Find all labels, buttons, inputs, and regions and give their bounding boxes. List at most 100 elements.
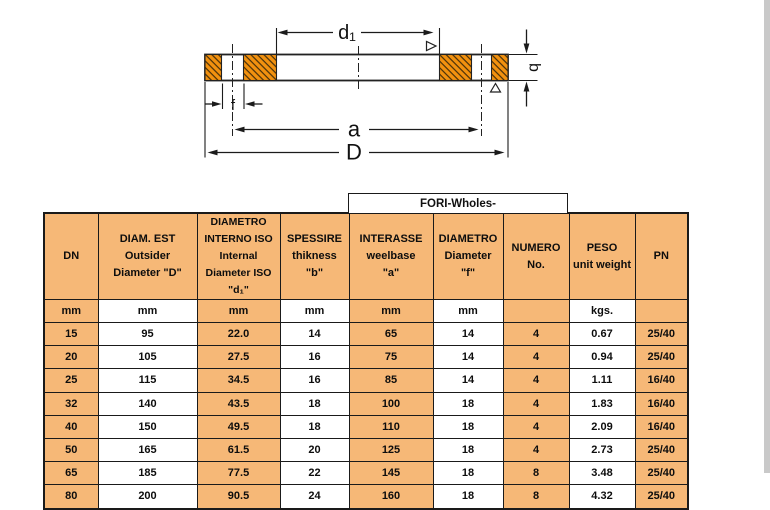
data-cell: 3.48 [568, 461, 636, 486]
unit-cell: mm [348, 299, 434, 323]
dim-d1: d₁ [275, 22, 441, 54]
data-cell: 160 [348, 484, 434, 509]
data-cell: 20 [43, 345, 99, 370]
data-cell: 25/40 [634, 461, 689, 486]
unit-cell [634, 299, 689, 323]
dim-f: f [204, 83, 263, 114]
datasheet-page: { "colors": { "table_orange": "#F6B877",… [43, 0, 770, 510]
data-cell: 65 [43, 461, 99, 486]
unit-cell: mm [196, 299, 281, 323]
data-cell: 18 [279, 391, 350, 416]
data-cell: 4 [502, 368, 570, 393]
data-cell: 22 [279, 461, 350, 486]
data-cell: 200 [97, 484, 198, 509]
unit-cell [502, 299, 570, 323]
data-cell: 18 [432, 391, 504, 416]
data-cell: 18 [432, 461, 504, 486]
data-cell: 150 [97, 414, 198, 439]
dim-a: a [234, 117, 479, 142]
data-cell: 105 [97, 345, 198, 370]
flange-section-hatch [204, 53, 509, 82]
data-cell: 140 [97, 391, 198, 416]
data-cell: 1.83 [568, 391, 636, 416]
flange-body [204, 53, 509, 82]
data-cell: 18 [432, 437, 504, 463]
data-cell: 40 [43, 414, 99, 439]
data-cell: 16/40 [634, 414, 689, 439]
unit-cell: kgs. [568, 299, 636, 323]
data-cell: 50 [43, 437, 99, 463]
data-cell: 4.32 [568, 484, 636, 509]
data-cell: 0.94 [568, 345, 636, 370]
flange-drawing: d₁ b f a D [204, 22, 543, 165]
data-cell: 185 [97, 461, 198, 486]
data-cell: 49.5 [196, 414, 281, 439]
data-cell: 85 [348, 368, 434, 393]
data-cell: 2.09 [568, 414, 636, 439]
dim-label-b: b [526, 63, 543, 72]
data-cell: 22.0 [196, 321, 281, 347]
data-cell: 14 [432, 345, 504, 370]
data-cell: 125 [348, 437, 434, 463]
column-header-dn: DN [43, 212, 99, 300]
data-cell: 14 [432, 321, 504, 347]
data-cell: 8 [502, 484, 570, 509]
data-cell: 75 [348, 345, 434, 370]
dim-D: D [204, 82, 509, 165]
data-cell: 32 [43, 391, 99, 416]
data-cell: 1.11 [568, 368, 636, 393]
data-cell: 65 [348, 321, 434, 347]
section-marker-right-icon [425, 40, 438, 52]
unit-cell: mm [97, 299, 198, 323]
data-cell: 18 [432, 414, 504, 439]
data-cell: 8 [502, 461, 570, 486]
dim-label-f: f [231, 97, 236, 114]
data-cell: 43.5 [196, 391, 281, 416]
column-header-pn: PN [634, 212, 689, 300]
data-cell: 77.5 [196, 461, 281, 486]
dim-label-D: D [346, 140, 362, 165]
bolt-hole-centerlines [232, 44, 482, 136]
data-cell: 27.5 [196, 345, 281, 370]
data-cell: 115 [97, 368, 198, 393]
data-cell: 110 [348, 414, 434, 439]
data-cell: 18 [279, 414, 350, 439]
data-cell: 25/40 [634, 345, 689, 370]
unit-cell: mm [43, 299, 99, 323]
data-cell: 16/40 [634, 391, 689, 416]
data-cell: 4 [502, 391, 570, 416]
data-cell: 4 [502, 437, 570, 463]
data-cell: 145 [348, 461, 434, 486]
unit-cell: mm [279, 299, 350, 323]
data-cell: 24 [279, 484, 350, 509]
data-cell: 95 [97, 321, 198, 347]
data-cell: 25/40 [634, 321, 689, 347]
data-cell: 25/40 [634, 437, 689, 463]
data-cell: 90.5 [196, 484, 281, 509]
data-cell: 25 [43, 368, 99, 393]
dim-b: b [509, 29, 543, 107]
data-cell: 16 [279, 368, 350, 393]
data-cell: 20 [279, 437, 350, 463]
data-cell: 4 [502, 345, 570, 370]
data-cell: 100 [348, 391, 434, 416]
data-cell: 16/40 [634, 368, 689, 393]
data-cell: 61.5 [196, 437, 281, 463]
data-cell: 34.5 [196, 368, 281, 393]
data-cell: 0.67 [568, 321, 636, 347]
scrollbar-track[interactable] [764, 0, 770, 473]
data-cell: 14 [279, 321, 350, 347]
